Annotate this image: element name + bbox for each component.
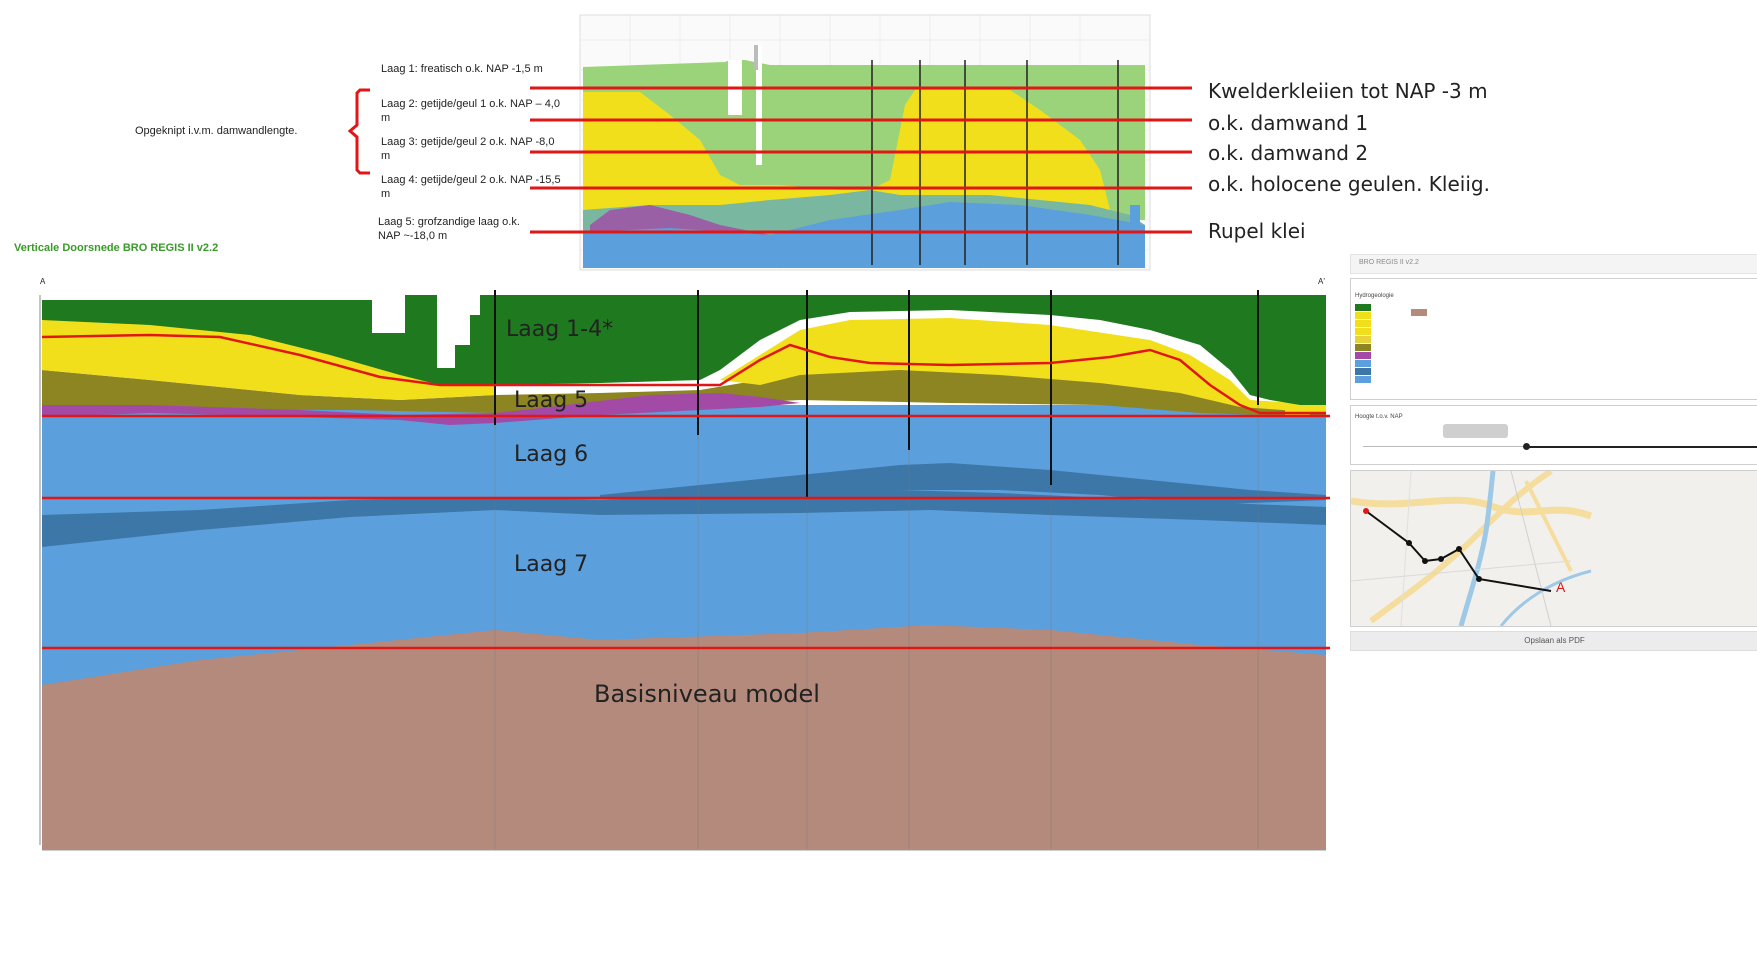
map-panel[interactable]: A — [1350, 470, 1757, 627]
layer1-label: Laag 1: freatisch o.k. NAP -1,5 m — [381, 63, 543, 75]
top-red-lines — [530, 86, 1192, 234]
bracket-note: Opgeknipt i.v.m. damwandlengte. — [135, 125, 298, 137]
map-marker-label: A — [1556, 579, 1566, 595]
legend-item — [1355, 319, 1375, 327]
right-label-kwelder: Kwelderkleiien tot NAP -3 m — [1208, 79, 1488, 103]
export-pdf-button[interactable]: Opslaan als PDF — [1350, 631, 1757, 651]
annotation-laag-6: Laag 6 — [514, 442, 589, 467]
annotation-basisniveau: Basisniveau model — [594, 680, 820, 708]
height-slider-fill — [1529, 446, 1757, 448]
legend-item — [1355, 375, 1375, 383]
section-title: Verticale Doorsnede BRO REGIS II v2.2 — [14, 242, 219, 254]
side-panel-header-text: BRO REGIS II v2.2 — [1359, 259, 1419, 266]
legend-item — [1355, 359, 1375, 367]
legend-item — [1355, 327, 1375, 335]
height-label: Hoogte t.o.v. NAP — [1355, 414, 1403, 420]
top-section-chart — [579, 14, 1151, 271]
annotation-laag-7: Laag 7 — [514, 552, 589, 577]
legend-list — [1355, 303, 1375, 383]
map-view[interactable] — [1351, 471, 1757, 626]
right-label-damwand2: o.k. damwand 2 — [1208, 141, 1369, 165]
right-label-rupel: Rupel klei — [1208, 219, 1306, 243]
legend-item — [1355, 351, 1375, 359]
layer3-label: Laag 3: getijde/geul 2 o.k. NAP -8,0 m — [381, 136, 555, 162]
right-label-damwand1: o.k. damwand 1 — [1208, 111, 1369, 135]
legend-item — [1355, 343, 1375, 351]
height-tooltip — [1443, 424, 1508, 438]
annotation-laag-1-4: Laag 1-4* — [506, 317, 614, 342]
red-bracket — [347, 88, 370, 175]
start-marker: A — [40, 277, 46, 286]
layer2-label: Laag 2: getijde/geul 1 o.k. NAP – 4,0 m — [381, 98, 560, 124]
legend-item — [1355, 367, 1375, 375]
legend-item — [1355, 311, 1375, 319]
legend-panel: Hydrogeologie — [1350, 278, 1757, 400]
legend-item-brown — [1411, 303, 1431, 321]
end-marker: A' — [1318, 277, 1325, 286]
right-label-holocene: o.k. holocene geulen. Kleiig. — [1208, 172, 1490, 196]
side-panel-header: BRO REGIS II v2.2 — [1350, 254, 1757, 274]
main-cross-section — [39, 290, 1330, 851]
legend-title: Hydrogeologie — [1355, 293, 1394, 299]
layer4-label: Laag 4: getijde/geul 2 o.k. NAP -15,5 m — [381, 174, 561, 200]
legend-item — [1355, 335, 1375, 343]
legend-item — [1355, 303, 1375, 311]
annotation-laag-5: Laag 5 — [514, 388, 589, 413]
height-slider-handle[interactable] — [1523, 443, 1530, 450]
layer5-label: Laag 5: grofzandige laag o.k. NAP ~-18,0… — [378, 216, 520, 242]
height-panel: Hoogte t.o.v. NAP — [1350, 405, 1757, 465]
